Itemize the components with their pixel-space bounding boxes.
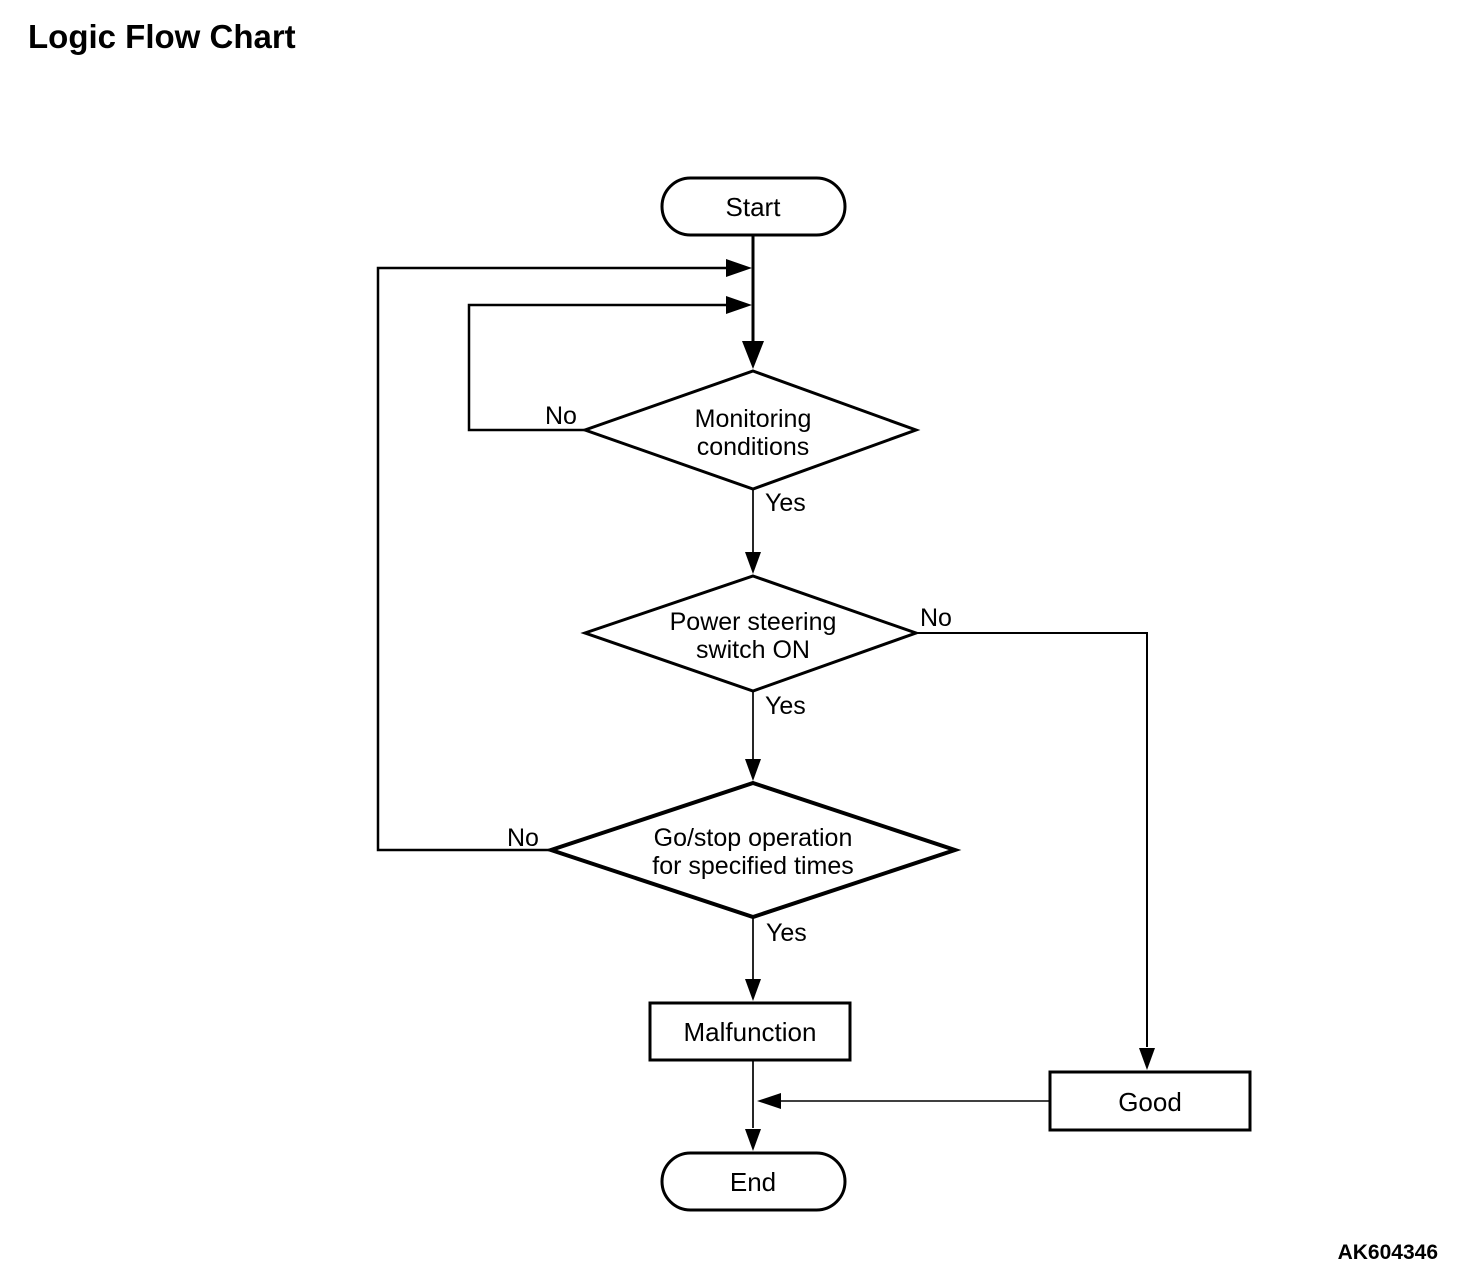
power-steering-shape (580, 574, 921, 693)
arrowhead-outer-loop (726, 259, 752, 277)
start-shape (660, 176, 847, 237)
arrowhead-into-good (1139, 1048, 1155, 1070)
go-stop-label-line2: for specified times (652, 852, 853, 880)
arrowhead-into-gostop (745, 759, 761, 781)
monitoring-yes-label: Yes (765, 489, 806, 517)
good-label: Good (1118, 1087, 1182, 1117)
gostop-yes-label: Yes (766, 919, 807, 947)
end-label: End (730, 1167, 776, 1197)
good-box: Good (1048, 1070, 1252, 1132)
end-shape (660, 1151, 847, 1212)
arrowhead-into-end (745, 1129, 761, 1151)
arrowhead-good-junction (757, 1093, 781, 1109)
edge-gostop-no-loop (376, 266, 727, 852)
go-stop-label-line1: Go/stop operation (654, 824, 853, 852)
power-steering-label-line2: switch ON (696, 636, 810, 664)
start-label: Start (726, 192, 782, 222)
power-no-label: No (920, 604, 952, 632)
power-steering-label-line1: Power steering (670, 608, 837, 636)
figure-code: AK604346 (1338, 1241, 1438, 1264)
arrowhead-into-monitoring (742, 341, 764, 369)
go-stop-shape (544, 780, 962, 920)
monitoring-label-line2: conditions (697, 433, 810, 461)
power-steering-decision: Power steering switch ON (580, 574, 921, 693)
arrowhead-into-power-steering (745, 552, 761, 574)
monitoring-no-label: No (545, 402, 577, 430)
edge-power-no-to-good (916, 632, 1148, 1047)
monitoring-label-line1: Monitoring (695, 405, 812, 433)
arrowhead-inner-loop (726, 296, 752, 314)
power-yes-label: Yes (765, 692, 806, 720)
malfunction-box: Malfunction (648, 1001, 852, 1062)
malfunction-shape (648, 1001, 852, 1062)
monitoring-conditions-decision: Monitoring conditions (580, 369, 921, 491)
go-stop-decision: Go/stop operation for specified times (544, 780, 962, 920)
gostop-no-label: No (507, 824, 539, 852)
end-node: End (660, 1151, 847, 1212)
arrowhead-into-malfunction (745, 979, 761, 1001)
malfunction-label: Malfunction (684, 1017, 817, 1047)
page-title: Logic Flow Chart (28, 18, 296, 55)
edge-monitoring-no-loop (467, 303, 727, 432)
monitoring-shape (580, 369, 921, 491)
start-node: Start (660, 176, 847, 237)
good-shape (1048, 1070, 1252, 1132)
